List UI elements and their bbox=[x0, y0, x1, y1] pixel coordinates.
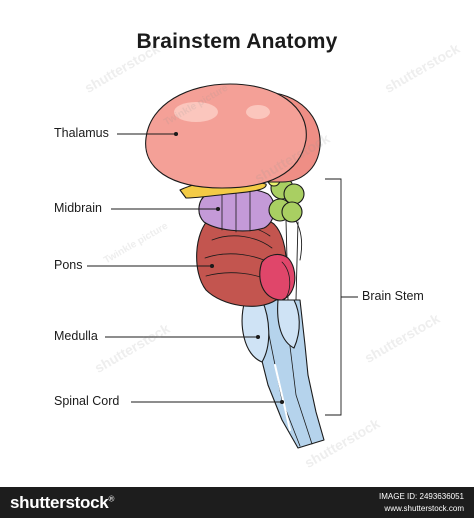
label-brain-stem: Brain Stem bbox=[362, 289, 424, 303]
site-url: www.shutterstock.com bbox=[384, 504, 464, 513]
diagram-title: Brainstem Anatomy bbox=[136, 30, 338, 53]
medulla bbox=[241, 299, 300, 363]
spinal-cord bbox=[251, 299, 325, 449]
label-medulla: Medulla bbox=[54, 329, 98, 343]
label-pons: Pons bbox=[54, 258, 83, 272]
brain-stem-bracket bbox=[325, 178, 358, 416]
stock-footer-bar: shutterstock® IMAGE ID: 2493636051 www.s… bbox=[0, 487, 474, 518]
brainstem-illustration bbox=[87, 83, 358, 449]
label-spinal-cord: Spinal Cord bbox=[54, 394, 120, 408]
image-id: IMAGE ID: 2493636051 bbox=[379, 492, 464, 501]
label-midbrain: Midbrain bbox=[54, 201, 102, 215]
label-thalamus: Thalamus bbox=[54, 126, 109, 140]
thalamus bbox=[145, 83, 321, 189]
image-id-text: IMAGE ID: 2493636051 www.shutterstock.co… bbox=[379, 491, 464, 515]
stock-brand-logo: shutterstock® bbox=[10, 493, 115, 512]
colliculi bbox=[267, 173, 305, 223]
